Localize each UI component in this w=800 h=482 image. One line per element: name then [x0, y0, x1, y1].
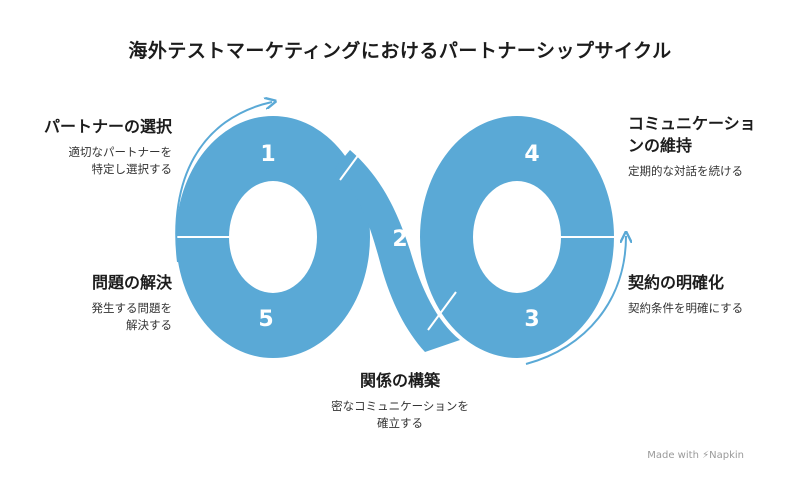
step-number-2: 2 — [392, 227, 407, 252]
step-4-title-line: ンの維持 — [628, 136, 693, 155]
made-with-text: Made with — [647, 450, 699, 461]
step-2-label: 関係の構築 密なコミュニケーションを 確立する — [300, 370, 500, 432]
left-ring — [175, 115, 370, 359]
step-5-title: 問題の解決 — [91, 273, 172, 292]
right-ring — [420, 116, 614, 358]
step-5-desc-line: 解決する — [126, 318, 172, 332]
cycle-arrow-left — [175, 102, 272, 263]
step-number-3: 3 — [524, 307, 539, 332]
step-number-5: 5 — [258, 307, 273, 332]
step-5-label: 問題の解決 発生する問題を 解決する — [12, 272, 173, 334]
crossing-band — [335, 150, 460, 352]
step-2-desc-line: 確立する — [377, 416, 423, 430]
napkin-logo-icon: ⚡ — [702, 450, 710, 461]
step-5-description: 発生する問題を 解決する — [12, 300, 173, 334]
step-1-title: パートナーの選択 — [43, 117, 172, 136]
step-4-description: 定期的な対話を続ける — [628, 163, 788, 180]
made-with-footer[interactable]: Made with ⚡Napkin — [647, 450, 744, 461]
step-1-desc-line: 適切なパートナーを — [68, 145, 173, 159]
step-3-desc-line: 契約条件を明確にする — [628, 301, 744, 315]
step-3-title: 契約の明確化 — [628, 273, 725, 292]
step-5-desc-line: 発生する問題を — [91, 301, 173, 315]
step-4-desc-line: 定期的な対話を続ける — [628, 164, 743, 178]
segment-dividers — [176, 145, 614, 331]
step-3-description: 契約条件を明確にする — [628, 300, 788, 317]
step-number-4: 4 — [524, 142, 539, 167]
step-2-desc-line: 密なコミュニケーションを — [331, 399, 469, 413]
step-4-title-line: コミュニケーショ — [628, 114, 756, 133]
cycle-arrow-right — [525, 236, 626, 365]
step-1-description: 適切なパートナーを 特定し選択する — [12, 144, 173, 178]
step-number-1: 1 — [260, 142, 275, 167]
step-3-label: 契約の明確化 契約条件を明確にする — [628, 272, 788, 317]
step-1-desc-line: 特定し選択する — [91, 162, 173, 176]
step-2-title: 関係の構築 — [359, 371, 440, 390]
step-4-title: コミュニケーショ ンの維持 — [628, 113, 788, 157]
diagram-title: 海外テストマーケティングにおけるパートナーシップサイクル — [128, 40, 672, 62]
step-1-label: パートナーの選択 適切なパートナーを 特定し選択する — [12, 116, 172, 178]
brand-name: Napkin — [709, 450, 744, 461]
step-4-label: コミュニケーショ ンの維持 定期的な対話を続ける — [628, 113, 788, 180]
step-2-description: 密なコミュニケーションを 確立する — [300, 398, 500, 432]
